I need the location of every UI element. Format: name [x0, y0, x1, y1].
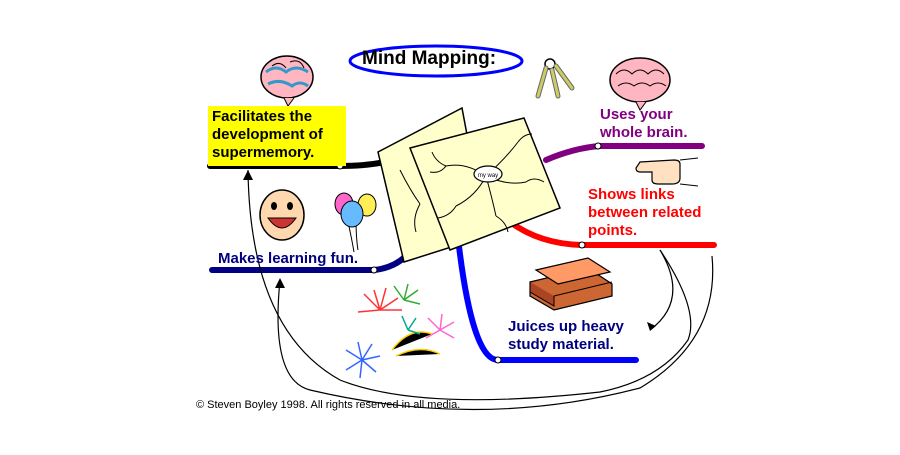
branch-line: Juices up heavy [508, 318, 624, 335]
center-label: my way [478, 173, 498, 179]
branch-line: Makes learning fun. [218, 250, 359, 267]
branch-line: points. [588, 222, 638, 239]
keys-icon [535, 58, 575, 99]
branch-line: between related [588, 204, 702, 221]
pointing-hand-icon [635, 157, 699, 187]
branch-label-juices: Juices up heavy study material. [508, 318, 624, 354]
diagram-title: Mind Mapping: [362, 48, 497, 69]
mind-map-papers [377, 106, 561, 263]
branch-label-uses: Uses your whole brain. [600, 106, 688, 142]
fireworks-icon [345, 283, 455, 379]
purple-branch [543, 143, 705, 163]
branch-node [578, 241, 586, 249]
brain-icon [609, 57, 671, 111]
branch-line: supermemory. [212, 144, 315, 161]
books-icon [529, 257, 613, 311]
branch-label-makes: Makes learning fun. [218, 250, 358, 268]
branch-line: Uses your [600, 106, 673, 123]
branch-line: Facilitates the [212, 108, 313, 125]
arrowheads [243, 170, 656, 331]
branch-node [494, 356, 502, 364]
center-node [473, 165, 503, 183]
branch-line: development of [212, 126, 323, 143]
link-arrows [247, 169, 714, 411]
branch-node [594, 142, 602, 150]
branch-node [370, 266, 378, 274]
copyright-notice: © Steven Boyley 1998. All rights reserve… [196, 399, 461, 411]
branch-label-facilitates: Facilitates the development of supermemo… [208, 106, 346, 166]
branch-label-shows: Shows links between related points. [588, 186, 701, 240]
branch-line: study material. [508, 336, 614, 353]
balloons-icon [334, 192, 377, 253]
smiling-face-icon [259, 189, 305, 241]
branch-line: whole brain. [600, 124, 688, 141]
brain-icon [260, 55, 314, 107]
title-ellipse [348, 44, 524, 78]
branch-line: Shows links [588, 186, 675, 203]
